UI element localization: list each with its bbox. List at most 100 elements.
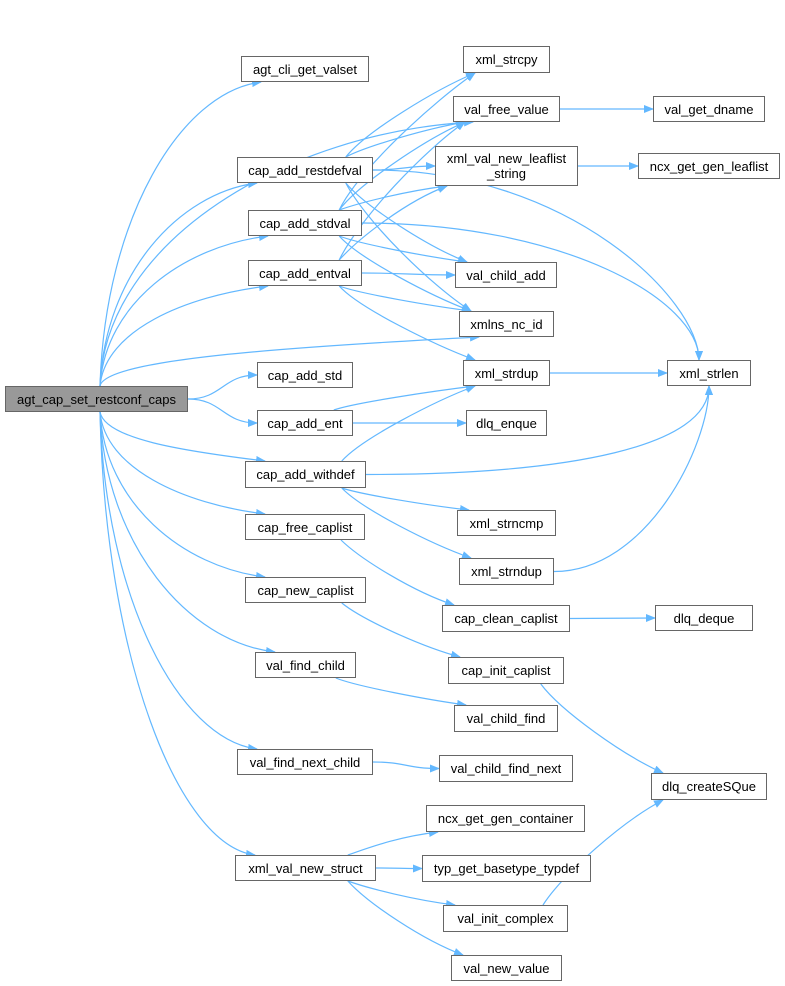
node-cap-add-restdefval[interactable]: cap_add_restdefval — [237, 157, 373, 183]
node-label: val_find_next_child — [249, 754, 361, 770]
node-xml-strncmp[interactable]: xml_strncmp — [457, 510, 556, 536]
edge-root-to-cap_add_std — [187, 371, 258, 400]
node-xml-strndup[interactable]: xml_strndup — [459, 558, 554, 585]
node-ncx-get-gen-container[interactable]: ncx_get_gen_container — [426, 805, 585, 832]
node-label: cap_add_entval — [259, 265, 351, 281]
edge-root-to-cap_add_entval — [99, 283, 269, 387]
node-val-init-complex[interactable]: val_init_complex — [443, 905, 568, 932]
node-label: val_get_dname — [664, 101, 754, 117]
edge-val_init_complex-to-dlq_createSQue — [542, 799, 664, 906]
node-ncx-get-gen-leaflist[interactable]: ncx_get_gen_leaflist — [638, 153, 780, 179]
node-label: agt_cap_set_restconf_caps — [17, 391, 176, 407]
node-label: ncx_get_gen_leaflist — [649, 158, 769, 174]
node-label: cap_add_restdefval — [248, 162, 362, 178]
edge-xml_val_new_struct-to-typ_get_basetype_typdef — [375, 864, 423, 873]
edge-root-to-cap_add_withdef — [99, 411, 266, 464]
node-label: val_free_value — [464, 101, 549, 117]
node-val-get-dname[interactable]: val_get_dname — [653, 96, 765, 122]
node-label: xmlns_nc_id — [470, 316, 543, 332]
edge-cap_add_ent-to-xml_strdup — [333, 383, 476, 411]
node-label: agt_cli_get_valset — [252, 61, 358, 77]
node-label: val_find_child — [266, 657, 345, 673]
node-label: val_child_find — [466, 711, 546, 726]
edge-cap_add_stdval-to-val_child_add — [338, 235, 468, 265]
edge-cap_add_entval-to-val_free_value — [338, 121, 466, 261]
edge-cap_add_restdefval-to-xml_strcpy — [345, 72, 476, 158]
edge-root-to-xmlns_nc_id — [99, 333, 480, 387]
node-dlq-enque[interactable]: dlq_enque — [466, 410, 547, 436]
node-label: cap_add_std — [267, 367, 343, 383]
node-label: xml_val_new_leaflist — [446, 151, 567, 166]
node-cap-init-caplist[interactable]: cap_init_caplist — [448, 657, 564, 684]
node-label: xml_val_new_struct — [248, 860, 363, 876]
node-label: cap_init_caplist — [461, 663, 551, 678]
node-xml-strlen[interactable]: xml_strlen — [667, 360, 751, 386]
node-label: cap_free_caplist — [257, 519, 353, 535]
node-xmlns-nc-id[interactable]: xmlns_nc_id — [459, 311, 554, 337]
edge-root-to-agt_cli_get_valset — [99, 79, 262, 387]
edge-root-to-xml_val_new_struct — [99, 411, 256, 858]
node-label: typ_get_basetype_typdef — [433, 861, 580, 876]
node-cap-free-caplist[interactable]: cap_free_caplist — [245, 514, 365, 540]
node-val-new-value[interactable]: val_new_value — [451, 955, 562, 981]
node-label: xml_strlen — [679, 365, 739, 381]
edge-xml_strndup-to-xml_strlen — [553, 385, 713, 573]
edge-cap_add_restdefval-to-val_child_add — [345, 182, 468, 263]
node-agt-cli-get-valset[interactable]: agt_cli_get_valset — [241, 56, 369, 82]
edge-cap_add_stdval-to-xml_val_new_leaflist_string — [338, 183, 448, 211]
node-label: xml_strcpy — [475, 52, 538, 67]
node-typ-get-basetype-typdef[interactable]: typ_get_basetype_typdef — [422, 855, 591, 882]
node-val-find-child[interactable]: val_find_child — [255, 652, 356, 678]
edge-cap_add_restdefval-to-xmlns_nc_id — [345, 182, 472, 312]
edge-cap_new_caplist-to-cap_init_caplist — [341, 602, 461, 659]
edge-root-to-cap_new_caplist — [99, 411, 266, 580]
node-label: val_child_find_next — [450, 761, 562, 776]
node-xml-val-new-struct[interactable]: xml_val_new_struct — [235, 855, 376, 881]
node-label: dlq_createSQue — [662, 779, 756, 794]
edge-cap_add_withdef-to-xml_strlen — [365, 385, 713, 476]
node-xml-strdup[interactable]: xml_strdup — [463, 360, 550, 386]
node-cap-add-entval[interactable]: cap_add_entval — [248, 260, 362, 286]
edge-root-to-cap_add_stdval — [99, 233, 269, 387]
node-label: val_child_add — [466, 267, 546, 283]
node-label: cap_new_caplist — [257, 582, 354, 598]
node-label: cap_add_ent — [267, 415, 343, 431]
node-label: xml_strdup — [474, 365, 539, 381]
node-cap-add-ent[interactable]: cap_add_ent — [257, 410, 353, 436]
edge-val_find_child-to-val_child_find — [335, 677, 467, 708]
edge-cap_add_withdef-to-xml_strndup — [341, 487, 472, 559]
edge-cap_add_stdval-to-val_free_value — [338, 121, 466, 211]
node-dlq-deque[interactable]: dlq_deque — [655, 605, 753, 631]
node-cap-add-withdef[interactable]: cap_add_withdef — [245, 461, 366, 488]
node-val-find-next-child[interactable]: val_find_next_child — [237, 749, 373, 775]
edge-root-to-cap_add_restdefval — [99, 180, 258, 387]
node-val-child-find[interactable]: val_child_find — [454, 705, 558, 732]
node-label: xml_strncmp — [469, 515, 544, 531]
edge-xml_val_new_struct-to-val_init_complex — [347, 880, 456, 908]
node-dlq-createSQue[interactable]: dlq_createSQue — [651, 773, 767, 800]
node-cap-clean-caplist[interactable]: cap_clean_caplist — [442, 605, 570, 632]
node-label: cap_add_withdef — [256, 467, 355, 482]
edge-xml_val_new_struct-to-val_new_value — [347, 880, 464, 956]
node-xml-val-new-leaflist-string[interactable]: xml_val_new_leaflist_string — [435, 146, 578, 186]
node-val-free-value[interactable]: val_free_value — [453, 96, 560, 122]
root-node-agt-cap-set-restconf-caps: agt_cap_set_restconf_caps — [5, 386, 188, 412]
edge-cap_add_stdval-to-xml_strlen — [361, 222, 703, 361]
node-cap-add-stdval[interactable]: cap_add_stdval — [248, 210, 362, 236]
edge-root-to-val_free_value — [99, 118, 474, 387]
node-cap-add-std[interactable]: cap_add_std — [257, 362, 353, 388]
edge-root-to-cap_add_ent — [187, 398, 258, 427]
edge-cap_add_withdef-to-xml_strncmp — [341, 487, 470, 513]
node-xml-strcpy[interactable]: xml_strcpy — [463, 46, 550, 73]
node-label: val_new_value — [463, 960, 550, 976]
node-label: cap_add_stdval — [259, 215, 351, 231]
node-val-child-add[interactable]: val_child_add — [455, 262, 557, 288]
edge-cap_add_withdef-to-xml_strdup — [341, 385, 476, 462]
node-cap-new-caplist[interactable]: cap_new_caplist — [245, 577, 366, 603]
node-label: cap_clean_caplist — [454, 611, 558, 626]
edge-cap_add_entval-to-xmlns_nc_id — [338, 285, 472, 314]
node-val-child-find-next[interactable]: val_child_find_next — [439, 755, 573, 782]
node-label: dlq_deque — [673, 610, 735, 626]
